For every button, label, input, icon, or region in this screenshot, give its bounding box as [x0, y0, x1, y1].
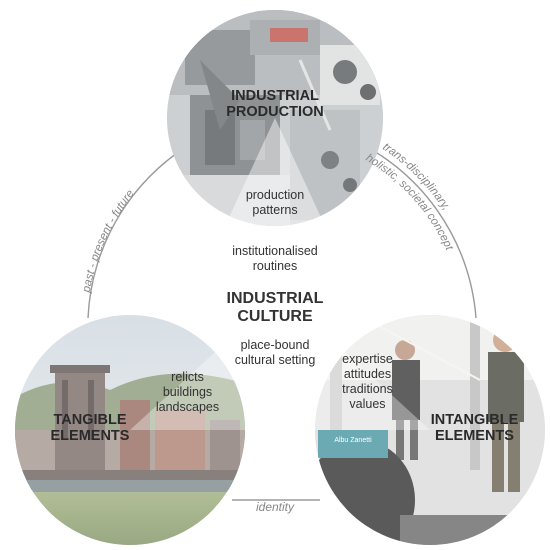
intangible-heading-line1: INTANGIBLE	[430, 412, 519, 428]
intangible-heading: INTANGIBLE ELEMENTS	[412, 412, 537, 444]
production-items: production patterns	[215, 188, 335, 218]
production-wedge	[225, 118, 325, 226]
production-heading-line2: PRODUCTION	[226, 104, 324, 120]
intangible-items: expertise attitudes traditions values	[320, 352, 415, 412]
center-title: INDUSTRIAL CULTURE	[200, 290, 350, 326]
left-arc-label: past - present - future	[81, 188, 137, 295]
center-title-line1: INDUSTRIAL	[226, 290, 324, 307]
tangible-item-2: buildings	[162, 385, 213, 399]
production-heading: INDUSTRIAL PRODUCTION	[205, 88, 345, 120]
intangible-heading-line2: ELEMENTS	[435, 428, 514, 444]
intangible-item-1: expertise	[342, 352, 393, 366]
center-sub-line1: place-bound	[240, 338, 310, 352]
tangible-heading-line2: ELEMENTS	[50, 428, 130, 444]
intangible-item-4: values	[349, 397, 386, 411]
center-title-line2: CULTURE	[237, 308, 313, 325]
production-heading-line1: INDUSTRIAL	[231, 88, 319, 104]
workshop-sign-text: Albu Zanetti	[334, 437, 372, 444]
intangible-item-3: traditions	[342, 382, 393, 396]
routines-line2: routines	[252, 259, 298, 273]
routines-label: institutionalised routines	[200, 244, 350, 274]
routines-line1: institutionalised	[232, 244, 318, 258]
production-item-2: patterns	[252, 203, 298, 217]
tangible-heading-line1: TANGIBLE	[53, 412, 127, 428]
intangible-photo	[315, 315, 545, 545]
tangible-item-3: landscapes	[155, 400, 220, 414]
intangible-item-2: attitudes	[343, 367, 392, 381]
tangible-heading: TANGIBLE ELEMENTS	[30, 412, 150, 444]
center-sub-line2: cultural setting	[234, 353, 316, 367]
bottom-arc-label: identity	[255, 500, 295, 514]
tangible-item-1: relicts	[171, 370, 204, 384]
center-subtitle: place-bound cultural setting	[205, 338, 345, 368]
tangible-items: relicts buildings landscapes	[140, 370, 235, 415]
production-item-1: production	[245, 188, 305, 202]
